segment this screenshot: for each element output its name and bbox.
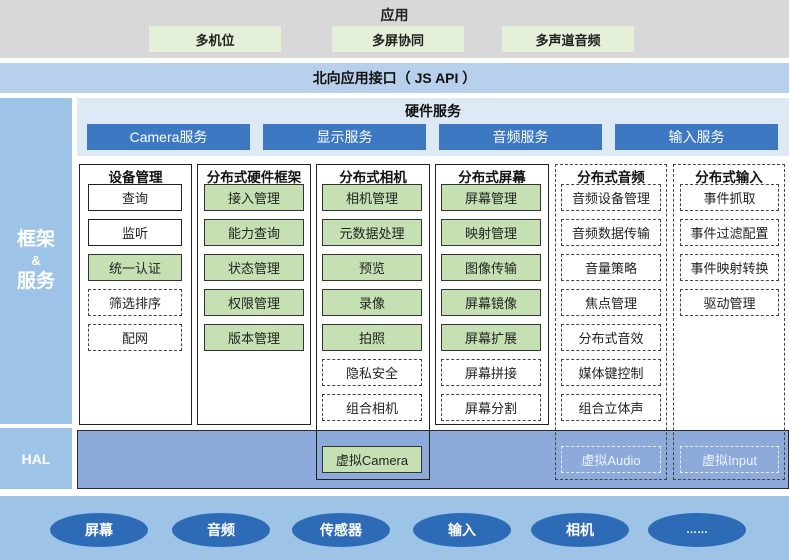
module-item: 隐私安全 (322, 359, 422, 386)
app-item-multi-screen: 多屏协同 (332, 26, 464, 52)
application-title: 应用 (380, 7, 409, 23)
hw-service-camera: Camera服务 (87, 124, 250, 150)
module-item: 相机管理 (322, 184, 422, 211)
module-item: 状态管理 (204, 254, 304, 281)
framework-label-line2: 服务 (16, 271, 55, 292)
module-item: 录像 (322, 289, 422, 316)
framework-service-label: 框架 & 服务 (0, 98, 72, 424)
module-title: 分布式输入 (695, 170, 763, 185)
module-item: 查询 (88, 184, 182, 211)
device-camera: 相机 (531, 513, 629, 547)
module-item: 接入管理 (204, 184, 304, 211)
module-title: 分布式硬件框架 (206, 170, 302, 185)
module-item: 音频设备管理 (561, 184, 661, 211)
framework-area (77, 160, 789, 424)
module-item: 组合立体声 (561, 394, 661, 421)
module-item: 元数据处理 (322, 219, 422, 246)
module-item: 图像传输 (441, 254, 541, 281)
module-item: 屏幕镜像 (441, 289, 541, 316)
module-item: 事件抓取 (680, 184, 779, 211)
module-item: 事件过滤配置 (680, 219, 779, 246)
framework-label-line1: 框架 (16, 229, 55, 250)
hal-item-virtual-camera: 虚拟Camera (322, 446, 422, 473)
device-screen: 屏幕 (50, 513, 148, 547)
module-title: 分布式音频 (577, 170, 645, 185)
module-item: 配网 (88, 324, 182, 351)
hw-service-input: 输入服务 (615, 124, 778, 150)
module-item: 组合相机 (322, 394, 422, 421)
app-item-multi-channel-audio: 多声道音频 (502, 26, 634, 52)
hw-service-display: 显示服务 (263, 124, 426, 150)
module-item: 版本管理 (204, 324, 304, 351)
module-item: 屏幕拼接 (441, 359, 541, 386)
module-distributed-camera: 分布式相机 (316, 164, 430, 480)
module-item: 屏幕管理 (441, 184, 541, 211)
hw-service-audio: 音频服务 (439, 124, 602, 150)
module-item: 权限管理 (204, 289, 304, 316)
module-title: 设备管理 (108, 170, 163, 185)
module-item: 驱动管理 (680, 289, 779, 316)
module-distributed-input: 分布式输入 (673, 164, 785, 480)
hardware-services-title: 硬件服务 (405, 103, 461, 119)
northbound-api-layer: 北向应用接口（ JS API ） (0, 63, 789, 93)
framework-layer-column (0, 98, 72, 424)
device-audio: 音频 (172, 513, 270, 547)
module-item: 音量策略 (561, 254, 661, 281)
app-item-multi-camera: 多机位 (149, 26, 281, 52)
module-title: 分布式屏幕 (458, 170, 526, 185)
hal-label: HAL (0, 428, 72, 489)
module-item: 音频数据传输 (561, 219, 661, 246)
device-input: 输入 (413, 513, 511, 547)
module-item: 筛选排序 (88, 289, 182, 316)
module-item: 事件映射转换 (680, 254, 779, 281)
device-more: …… (648, 513, 746, 547)
module-item: 监听 (88, 219, 182, 246)
hal-layer (77, 430, 789, 489)
module-item: 预览 (322, 254, 422, 281)
hal-item-virtual-input: 虚拟Input (680, 446, 779, 473)
device-sensor: 传感器 (292, 513, 390, 547)
module-item: 分布式音效 (561, 324, 661, 351)
module-item: 媒体键控制 (561, 359, 661, 386)
module-distributed-audio: 分布式音频 (555, 164, 667, 480)
module-item: 屏幕分割 (441, 394, 541, 421)
module-item: 焦点管理 (561, 289, 661, 316)
hal-item-virtual-audio: 虚拟Audio (561, 446, 661, 473)
module-item: 屏幕扩展 (441, 324, 541, 351)
module-item: 拍照 (322, 324, 422, 351)
module-item: 统一认证 (88, 254, 182, 281)
module-title: 分布式相机 (339, 170, 407, 185)
module-item: 映射管理 (441, 219, 541, 246)
module-item: 能力查询 (204, 219, 304, 246)
framework-label-amp: & (31, 253, 41, 268)
